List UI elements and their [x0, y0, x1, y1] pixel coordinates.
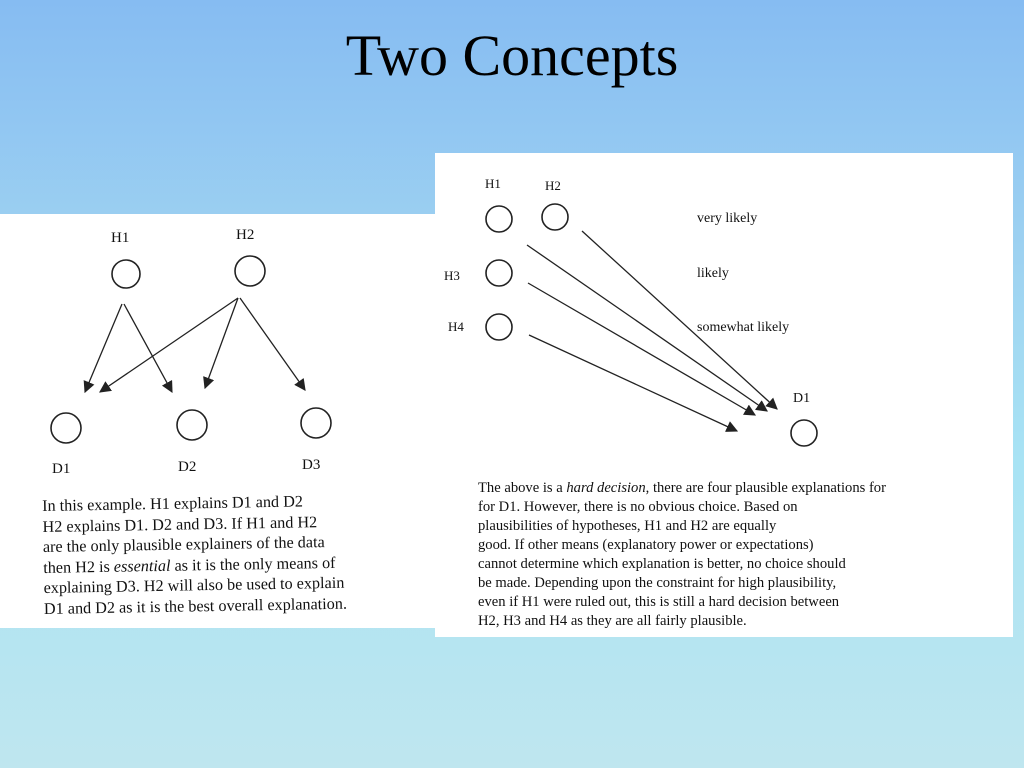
node-d2-circle [176, 409, 208, 441]
node-h2-label: H2 [545, 178, 561, 193]
level-somewhat-likely: somewhat likely [697, 320, 789, 335]
right-caption-line: even if H1 were ruled out, this is still… [478, 594, 840, 610]
right-figure-panel: H1 H2 H3 H4 D1 very likely likely somewh… [435, 153, 1013, 637]
right-caption-text: , there are four plausible explanations … [645, 480, 886, 496]
right-caption-text: The above is a [478, 480, 567, 496]
left-caption: In this example. H1 explains D1 and D2 H… [42, 489, 439, 619]
right-caption-line: plausibilities of hypotheses, H1 and H2 … [478, 518, 777, 534]
node-h2-circle [234, 255, 266, 287]
node-d1-circle [50, 412, 82, 444]
node-d2-label: D2 [178, 459, 196, 475]
right-caption: The above is a hard decision, there are … [478, 479, 1003, 631]
right-diagram: H1 H2 H3 H4 D1 very likely likely somewh… [444, 176, 818, 447]
right-caption-line: cannot determine which explanation is be… [478, 556, 846, 572]
edge-h2-d2 [203, 297, 239, 390]
node-h1-label: H1 [111, 230, 129, 246]
node-h1-circle [485, 205, 513, 233]
edge-h2-d3 [239, 297, 306, 391]
node-h4-circle [485, 313, 513, 341]
node-h1-label: H1 [485, 176, 501, 191]
right-caption-line: good. If other means (explanatory power … [478, 537, 814, 553]
node-d3-label: D3 [302, 457, 320, 473]
right-caption-emphasis: hard decision [566, 480, 646, 496]
left-diagram: H1 H2 D1 D2 D3 [50, 227, 332, 477]
node-h3-circle [485, 259, 513, 287]
right-caption-line: be made. Depending upon the constraint f… [478, 575, 837, 591]
left-caption-text: then H2 is [43, 557, 114, 577]
node-h2-label: H2 [236, 227, 254, 243]
node-h1-circle [111, 259, 141, 289]
node-d3-circle [300, 407, 332, 439]
level-likely: likely [697, 266, 729, 281]
edge-h1-d1 [83, 303, 123, 394]
right-caption-line: H2, H3 and H4 as they are all fairly pla… [478, 613, 747, 629]
right-caption-line: The above is a hard decision, there are … [478, 479, 1003, 498]
node-d1-circle [790, 419, 818, 447]
edge-h1-d1 [526, 244, 768, 412]
left-caption-text: as it is the only means of [170, 553, 336, 575]
level-very-likely: very likely [697, 211, 757, 226]
edge-h1-d2 [123, 303, 173, 394]
node-h4-label: H4 [448, 319, 464, 334]
left-figure-panel: H1 H2 D1 D2 D3 In this example. H1 expla… [0, 214, 440, 628]
edge-h2-d1 [581, 230, 778, 410]
edge-h3-d1 [527, 282, 757, 416]
edge-h4-d1 [528, 334, 739, 432]
right-caption-line: for D1. However, there is no obvious cho… [478, 499, 798, 515]
node-d1-label: D1 [52, 461, 70, 477]
slide-title: Two Concepts [345, 23, 679, 88]
node-h2-circle [541, 203, 569, 231]
node-h3-label: H3 [444, 268, 460, 283]
left-caption-emphasis: essential [113, 556, 171, 576]
edge-h2-d1 [99, 297, 239, 393]
node-d1-label: D1 [793, 391, 810, 406]
